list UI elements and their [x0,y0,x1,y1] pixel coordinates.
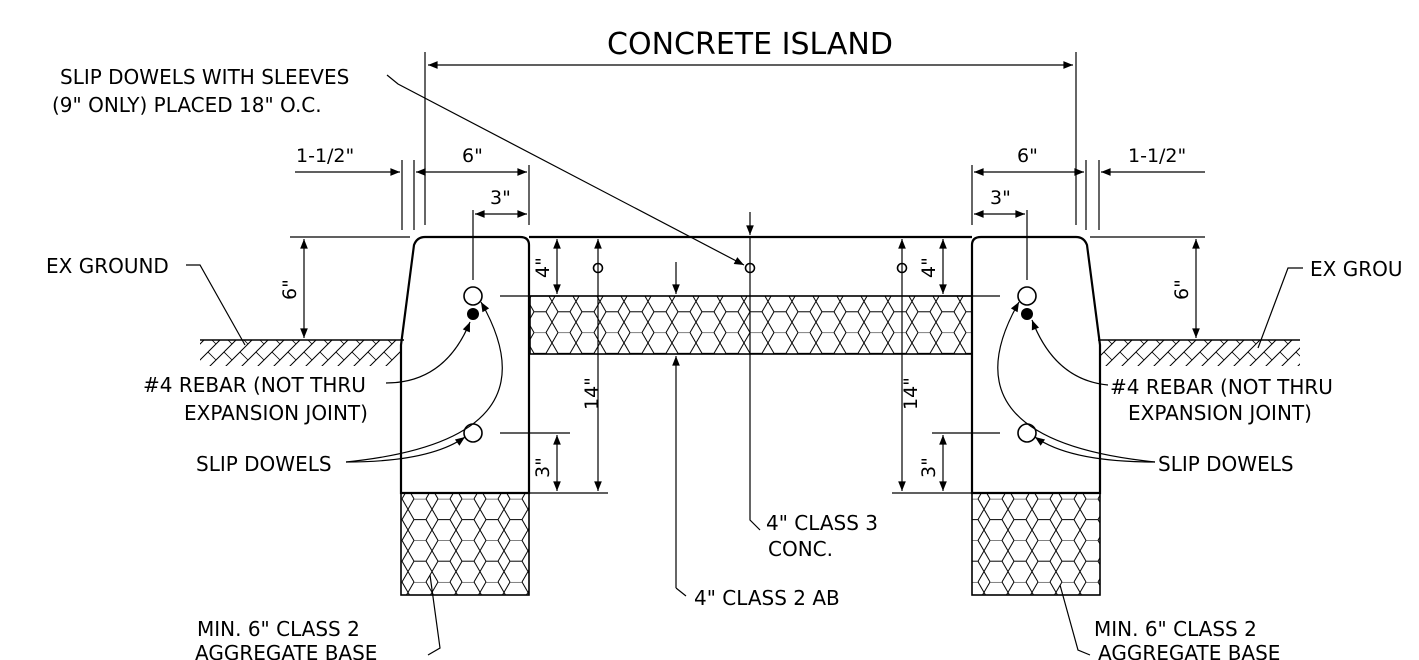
leader-slip-dowels-right-top [997,301,1156,463]
dim-right-curb-6-label: 6" [1171,279,1193,300]
curb-left-dowel-bottom [463,423,483,443]
aggregate-base-left [400,492,530,596]
label-slip-dowels-left: SLIP DOWELS [196,452,332,476]
drawing-title: CONCRETE ISLAND [607,27,893,62]
label-ex-ground-left: EX GROUND [46,254,169,278]
label-rebar-left-1: #4 REBAR (NOT THRU [143,373,366,397]
dim-right-4-label: 4" [918,257,940,278]
dim-left-4-label: 4" [532,257,554,278]
dim-right-6-label: 6" [1017,145,1038,167]
dim-right-3-bottom-label: 3" [918,457,940,478]
label-class3-1: 4" CLASS 3 [766,511,878,535]
label-rebar-right-1: #4 REBAR (NOT THRU [1110,375,1333,399]
leader-class2-ab [675,587,687,597]
label-class3-2: CONC. [768,537,833,561]
curb-left [399,235,531,495]
label-rebar-right-2: EXPANSION JOINT) [1128,401,1312,425]
label-class2-ab: 4" CLASS 2 AB [694,586,840,610]
label-agg-left-1: MIN. 6" CLASS 2 [197,617,360,641]
label-slip-dowels-sleeves-2: (9" ONLY) PLACED 18" O.C. [52,93,322,117]
leader-ex-ground-left [186,264,246,346]
dim-left-14-label: 14" [581,377,603,410]
curb-right [970,235,1102,495]
leader-ex-ground-right [1257,267,1303,349]
label-ex-ground-right: EX GROU [1310,257,1402,281]
leader-rebar-left [385,321,471,384]
dim-right-3-label: 3" [990,187,1011,209]
dim-left-3-label: 3" [490,187,511,209]
leader-slip-dowels-right [1034,436,1156,463]
curb-left-dowel-top [463,286,483,306]
label-agg-left-2: AGGREGATE BASE [195,641,377,660]
class-2-ab-layer [529,295,973,355]
dim-left-3-bottom-label: 3" [532,457,554,478]
ex-ground-hatch-right [1100,340,1300,366]
label-slip-dowels-sleeves-1: SLIP DOWELS WITH SLEEVES [60,65,349,89]
curb-right-dowel-top [1017,286,1037,306]
leader-slip-dowels-sleeves [386,74,745,266]
aggregate-base-right [971,492,1101,596]
leader-slip-dowels-left-top [345,301,503,463]
curb-right-rebar [1021,308,1033,320]
dim-left-6-label: 6" [462,145,483,167]
leader-rebar-right [1031,319,1109,386]
label-agg-right-2: AGGREGATE BASE [1098,641,1280,660]
dim-left-1-5-label: 1-1/2" [296,145,354,167]
dim-right-14-label: 14" [900,377,922,410]
dim-left-curb-6-label: 6" [279,279,301,300]
leader-agg-right [1059,584,1091,656]
leader-slip-dowels-left [345,436,466,463]
leader-agg-left [427,574,441,656]
curb-left-rebar [467,308,479,320]
leader-class3 [749,354,761,531]
label-agg-right-1: MIN. 6" CLASS 2 [1094,617,1257,641]
label-slip-dowels-right: SLIP DOWELS [1158,452,1294,476]
dim-right-1-5-label: 1-1/2" [1128,145,1186,167]
slab-dowel-2 [744,262,756,274]
ex-ground-hatch-left [200,340,400,366]
curb-right-dowel-bottom [1017,423,1037,443]
label-rebar-left-2: EXPANSION JOINT) [184,401,368,425]
